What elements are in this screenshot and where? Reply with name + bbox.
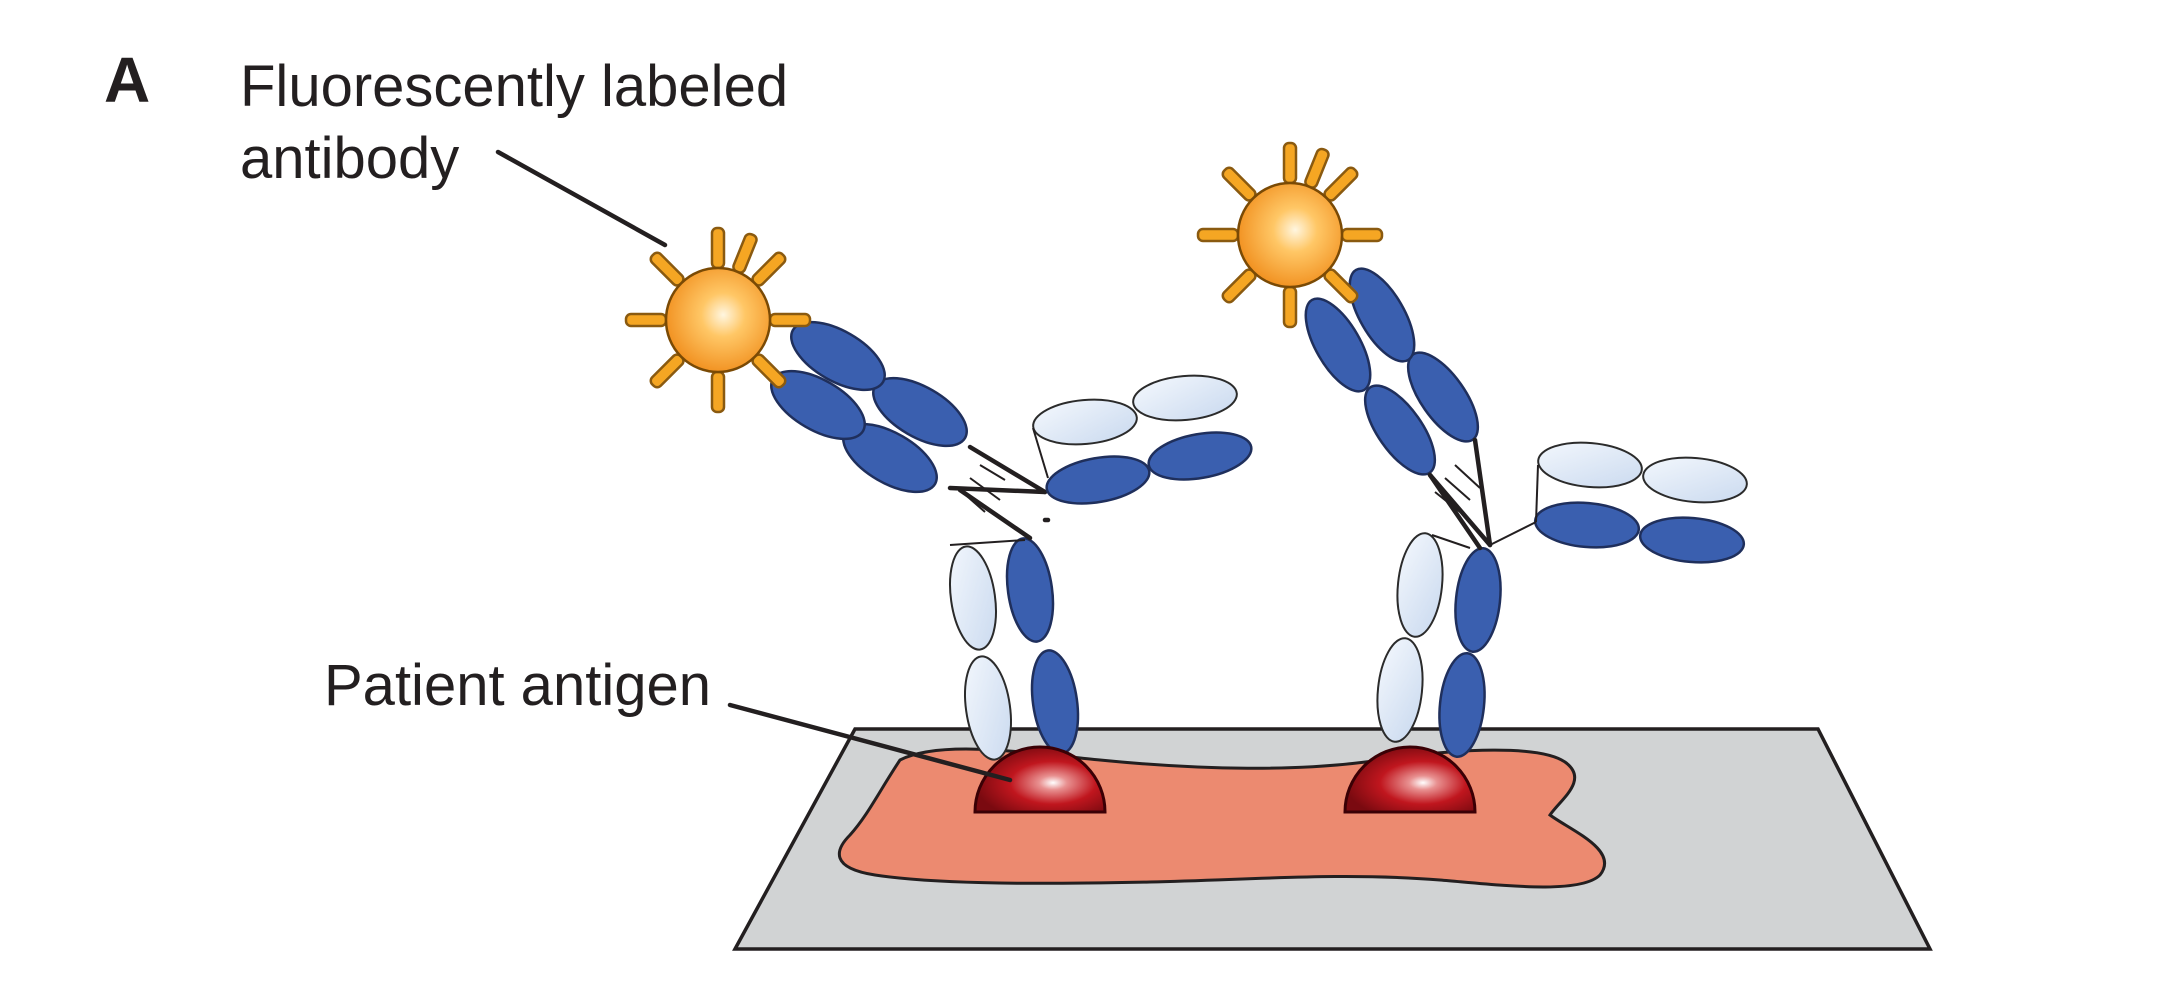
primary-light-chain <box>1396 532 1444 638</box>
secondary-light-chain <box>1537 441 1643 489</box>
secondary-heavy-chain <box>1363 384 1437 476</box>
secondary-heavy-chain <box>1533 501 1641 549</box>
antibody-leader-line <box>495 149 668 248</box>
secondary-light-chain <box>1642 456 1748 504</box>
antibody-complex-left <box>624 226 1253 814</box>
secondary-light-chain <box>1132 374 1238 422</box>
secondary-heavy-chain <box>790 320 886 392</box>
primary-heavy-chain <box>1005 537 1055 643</box>
secondary-heavy-chain <box>1304 297 1372 393</box>
antibody-label-line2: antibody <box>240 126 459 191</box>
panel-label: A <box>104 44 150 116</box>
tissue-section <box>837 747 1607 889</box>
secondary-heavy-chain <box>1045 455 1151 505</box>
antigen-leader-line <box>727 702 1013 783</box>
secondary-light-chain <box>1032 398 1138 446</box>
antibody-complex-right <box>1196 141 1748 814</box>
primary-heavy-chain <box>1438 651 1486 759</box>
fluorophore-sun-icon <box>624 226 812 414</box>
antibody-label-line1: Fluorescently labeled <box>240 54 788 119</box>
primary-heavy-chain <box>1454 546 1502 654</box>
secondary-heavy-chain <box>1638 516 1746 564</box>
primary-light-chain <box>964 655 1012 761</box>
secondary-heavy-chain <box>1147 431 1253 481</box>
primary-light-chain <box>949 545 997 651</box>
primary-light-chain <box>1376 637 1424 743</box>
antigen-label: Patient antigen <box>324 653 711 718</box>
fluorophore-sun-icon <box>1196 141 1384 329</box>
secondary-heavy-chain <box>1348 267 1416 363</box>
